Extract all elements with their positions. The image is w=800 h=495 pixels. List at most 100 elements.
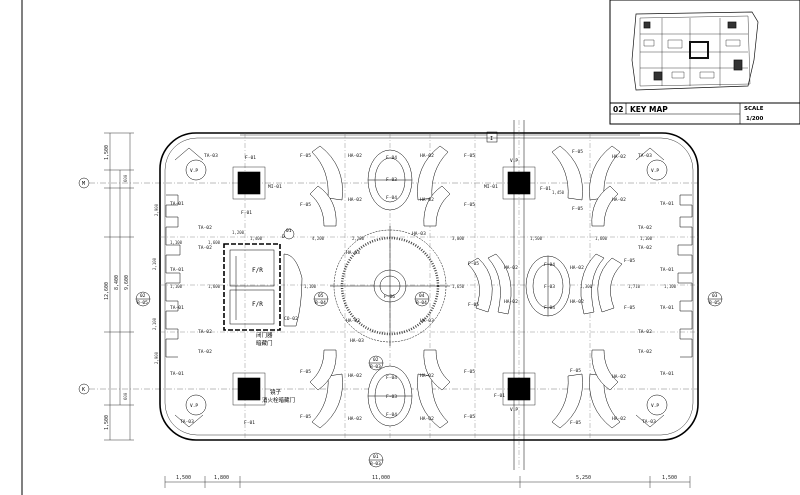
dim-bottom-5: 1,500	[662, 475, 677, 481]
tag-f04-2: F-04	[386, 195, 397, 201]
tag-ha02-3: HA-02	[420, 153, 434, 159]
scale-value: 1/200	[746, 116, 763, 122]
tag-ha02-15: HA-02	[570, 265, 584, 271]
tag-ta01-r2: TA-01	[660, 267, 674, 273]
sheet-title: KEY MAP	[630, 105, 668, 114]
vp-circle-bl	[185, 394, 207, 416]
tag-f06: F-06	[384, 294, 395, 300]
tag-f05-15: F-05	[624, 258, 635, 264]
callout-left-ref: B-05	[137, 300, 148, 306]
tag-ta02-l1: TA-02	[198, 225, 212, 231]
tag-f03-1: F-03	[386, 177, 397, 183]
tag-ha02-12: HA-02	[612, 416, 626, 422]
tag-ta01-l1: TA-01	[170, 201, 184, 207]
dim-i-16: 1,100	[664, 284, 677, 289]
section-callouts: 02 B-05 03 B-05 05 B-04 04 B-04 02 B-03 …	[135, 228, 723, 468]
tag-ta02-r2: TA-02	[638, 245, 652, 251]
dim-left-3: 8,400	[114, 275, 120, 290]
tag-f01-e: F-01	[494, 393, 505, 399]
callout-inner-left-ref: B-04	[315, 300, 326, 306]
note-mirror: 镜子	[270, 388, 282, 396]
wall-panels	[165, 194, 693, 358]
callout-bottom-no: 01	[373, 454, 379, 460]
tag-f01-b: F-01	[241, 210, 252, 216]
dim-bottom-2: 1,800	[214, 475, 229, 481]
tag-ha02-6: HA-02	[612, 197, 626, 203]
dim-bottom-3: 11,000	[372, 475, 390, 481]
vp-label-tl: V.P	[190, 168, 198, 174]
tag-ta01-l2: TA-01	[170, 267, 184, 273]
dim-i-6: 3,000	[452, 236, 465, 241]
dim-i-19: 2,900	[154, 203, 159, 216]
note-door-closer: 闭门器	[256, 331, 273, 339]
tag-ha02-11: HA-02	[612, 374, 626, 380]
tag-ha03-4: HA-03	[350, 338, 364, 344]
dim-i-8: 1,600	[595, 236, 608, 241]
tag-f05-10: F-05	[464, 414, 475, 420]
tag-f05-8: F-05	[300, 414, 311, 420]
column-bottom-left	[237, 377, 261, 401]
dim-i-5: 2,200	[352, 236, 365, 241]
vp-label-br: V.P	[651, 403, 659, 409]
dim-i-12: 1,100	[304, 284, 317, 289]
tag-f01-a: F-01	[245, 155, 256, 161]
callout-left-no: 02	[140, 293, 146, 299]
dim-i-15: 1,710	[628, 284, 641, 289]
tag-ta01-r1: TA-01	[660, 201, 674, 207]
tag-f04-6: F-04	[544, 305, 555, 311]
callout-right-no: 03	[712, 293, 718, 299]
tag-ta01-r3: TA-01	[660, 305, 674, 311]
tag-f05-12: F-05	[570, 420, 581, 426]
tag-f04-4: F-04	[386, 412, 397, 418]
grid-bubble-i	[486, 131, 498, 143]
tag-ta02-l3: TA-02	[198, 329, 212, 335]
curved-display-units	[309, 145, 623, 429]
tag-ha02-13: HA-02	[504, 265, 518, 271]
tag-f03-2: F-03	[386, 394, 397, 400]
grid-label-k: K	[82, 387, 85, 393]
callout-d06	[283, 228, 295, 240]
tag-ta03-tr: TA-03	[638, 153, 652, 159]
dim-i-24: 600	[123, 392, 128, 400]
sheet-number: 02	[613, 105, 623, 114]
tag-f05-4: F-05	[464, 202, 475, 208]
fr-label-lower: F/R	[252, 301, 263, 308]
vp-circle-tl	[185, 159, 207, 181]
chinese-notes: 闭门器 暗藏门 镜子 消火栓暗藏门	[256, 331, 295, 404]
callout-inner-right-ref: B-04	[416, 300, 427, 306]
column-top-left	[237, 171, 261, 195]
tag-ha02-7: HA-02	[348, 373, 362, 379]
dim-i-10: 1,100	[170, 284, 183, 289]
vp-label-top: V.P	[510, 158, 518, 164]
tag-f04-1: F-04	[386, 155, 397, 161]
dim-i-2: 1,600	[208, 240, 221, 245]
tag-ha02-8: HA-02	[348, 416, 362, 422]
tag-ta02-r3: TA-02	[638, 329, 652, 335]
dim-bottom-1: 1,500	[176, 475, 191, 481]
note-hydrant-door: 消火栓暗藏门	[262, 396, 295, 404]
tag-ta03-bl: TA-03	[180, 419, 194, 425]
left-dimension-texts: 1,500 12,600 8,400 9,600 1,500	[104, 145, 130, 430]
tag-f05-11: F-05	[570, 368, 581, 374]
tag-ta03-br: TA-03	[642, 419, 656, 425]
tag-ha02-16: HA-02	[570, 299, 584, 305]
tag-ha02-14: HA-02	[504, 299, 518, 305]
tag-ha03-3: HA-03	[346, 318, 360, 324]
tag-f05-6: F-05	[572, 206, 583, 212]
tag-f05-13: F-05	[468, 261, 479, 267]
tag-f05-5: F-05	[572, 149, 583, 155]
dim-left-4: 9,600	[124, 275, 130, 290]
tag-f05-7: F-05	[300, 369, 311, 375]
dim-i-3: 1,400	[250, 236, 263, 241]
sheet-border	[21, 0, 23, 495]
fr-label-upper: F/R	[252, 267, 263, 274]
corner-vp-symbols: V.P V.P V.P V.P V.P V.P	[174, 147, 668, 428]
dim-i-21: 2,100	[152, 257, 157, 270]
tag-ha02-10: HA-02	[420, 416, 434, 422]
tag-ha02-9: HA-02	[420, 373, 434, 379]
key-map-thumbnail	[631, 11, 759, 91]
tag-f05-14: F-05	[468, 302, 479, 308]
tag-f03-3: F-03	[544, 284, 555, 290]
dim-i-9: 1,100	[640, 236, 653, 241]
vp-label-bottom: V.P	[510, 407, 518, 413]
